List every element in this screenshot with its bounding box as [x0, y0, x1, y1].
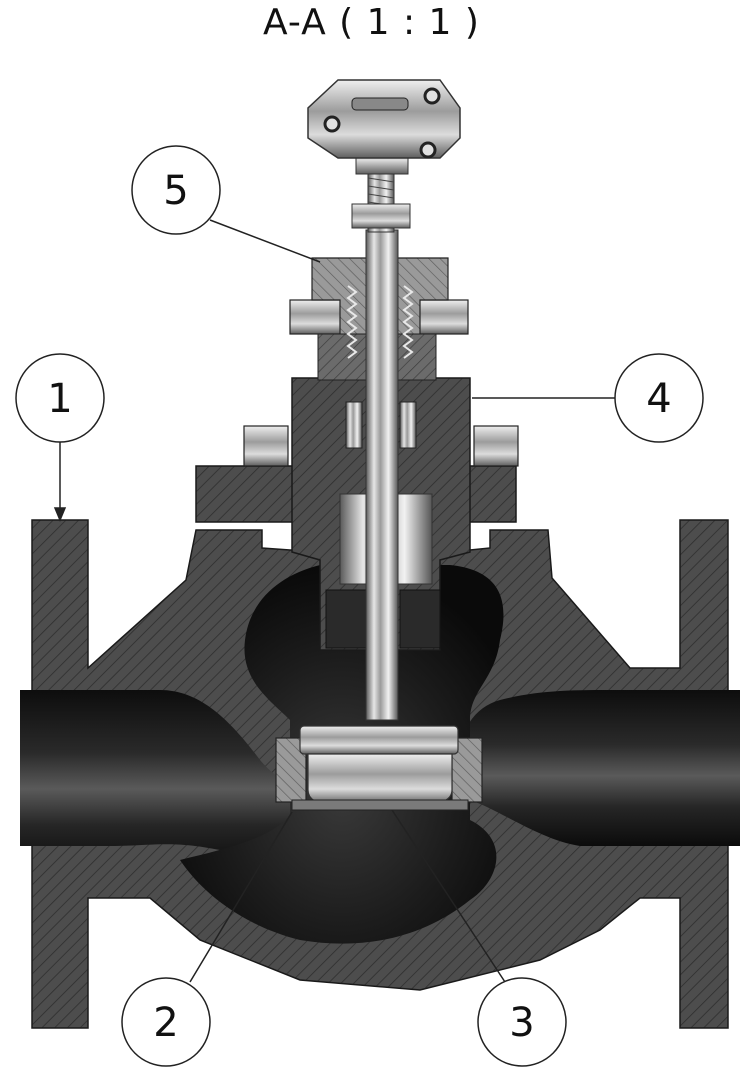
outlet-passage: [459, 690, 740, 846]
callout-2-label: 2: [153, 1000, 178, 1046]
leader-3: [391, 809, 506, 983]
coupling-plate: [307, 79, 461, 159]
coupling-screw-3: [419, 141, 437, 159]
section-title: A-A ( 1 : 1 ): [263, 2, 480, 43]
callout-5-label: 5: [163, 168, 188, 214]
packing-springs: [346, 285, 414, 359]
valve-stem: [365, 229, 399, 721]
guide-block-left: [325, 589, 367, 649]
callout-3: 3: [477, 977, 567, 1067]
callout-4: 4: [614, 353, 704, 443]
bonnet-bolt-right: [473, 425, 519, 467]
leader-2: [189, 811, 293, 983]
packing-rings-right: [399, 401, 417, 449]
callout-1: 1: [15, 353, 105, 443]
leader-arrow-1: [53, 507, 67, 522]
callout-2: 2: [121, 977, 211, 1067]
bonnet-bolt-left: [243, 425, 289, 467]
lock-nut-lower: [351, 203, 411, 229]
coupling-slot: [351, 97, 409, 111]
packing-rings-left: [345, 401, 363, 449]
coupling-screw-2: [423, 87, 441, 105]
callout-4-label: 4: [646, 376, 671, 422]
seat-gasket: [291, 799, 469, 811]
guide-block-right: [399, 589, 441, 649]
callout-5: 5: [131, 145, 221, 235]
stem-assembly: [307, 79, 461, 721]
coupling-screw-1: [323, 115, 341, 133]
plug-and-seat: [275, 725, 483, 811]
inlet-passage: [20, 690, 360, 870]
valve-plug: [307, 753, 453, 805]
plug-head: [299, 725, 459, 755]
leader-5: [209, 219, 321, 263]
callout-1-label: 1: [47, 376, 72, 422]
callout-3-label: 3: [509, 1000, 534, 1046]
leader-lines: [53, 219, 615, 983]
